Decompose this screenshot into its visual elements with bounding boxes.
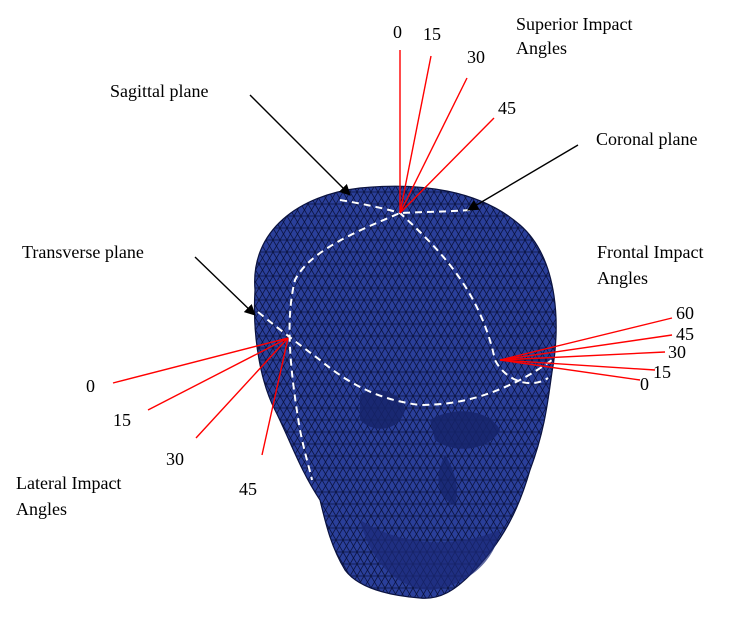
lateral-angle-45: 45 <box>239 479 257 499</box>
transverse-pointer <box>195 257 255 315</box>
frontal-label-line2: Angles <box>597 266 648 290</box>
lateral-angle-0: 0 <box>86 376 95 396</box>
frontal-angle-60: 60 <box>676 303 694 323</box>
skull-mesh <box>254 186 556 598</box>
superior-angle-30: 30 <box>467 47 485 67</box>
superior-label-line2: Angles <box>516 36 567 60</box>
lateral-angle-30: 30 <box>166 449 184 469</box>
coronal-pointer <box>468 145 578 210</box>
superior-angle-15: 15 <box>423 24 441 44</box>
transverse-label: Transverse plane <box>22 240 144 264</box>
superior-angle-0: 0 <box>393 22 402 42</box>
superior-label-line1: Superior Impact <box>516 12 632 36</box>
superior-angle-45: 45 <box>498 98 516 118</box>
cranium-shape <box>254 186 556 598</box>
lateral-label-line2: Angles <box>16 497 67 521</box>
frontal-angle-30: 30 <box>668 342 686 362</box>
frontal-angle-45: 45 <box>676 324 694 344</box>
lateral-angle-15: 15 <box>113 410 131 430</box>
coronal-label: Coronal plane <box>596 127 697 151</box>
sagittal-pointer <box>250 95 350 195</box>
frontal-angle-15: 15 <box>653 362 671 382</box>
frontal-angle-0: 0 <box>640 374 649 394</box>
sagittal-label: Sagittal plane <box>110 79 208 103</box>
frontal-label-line1: Frontal Impact <box>597 240 703 264</box>
lateral-label-line1: Lateral Impact <box>16 471 121 495</box>
